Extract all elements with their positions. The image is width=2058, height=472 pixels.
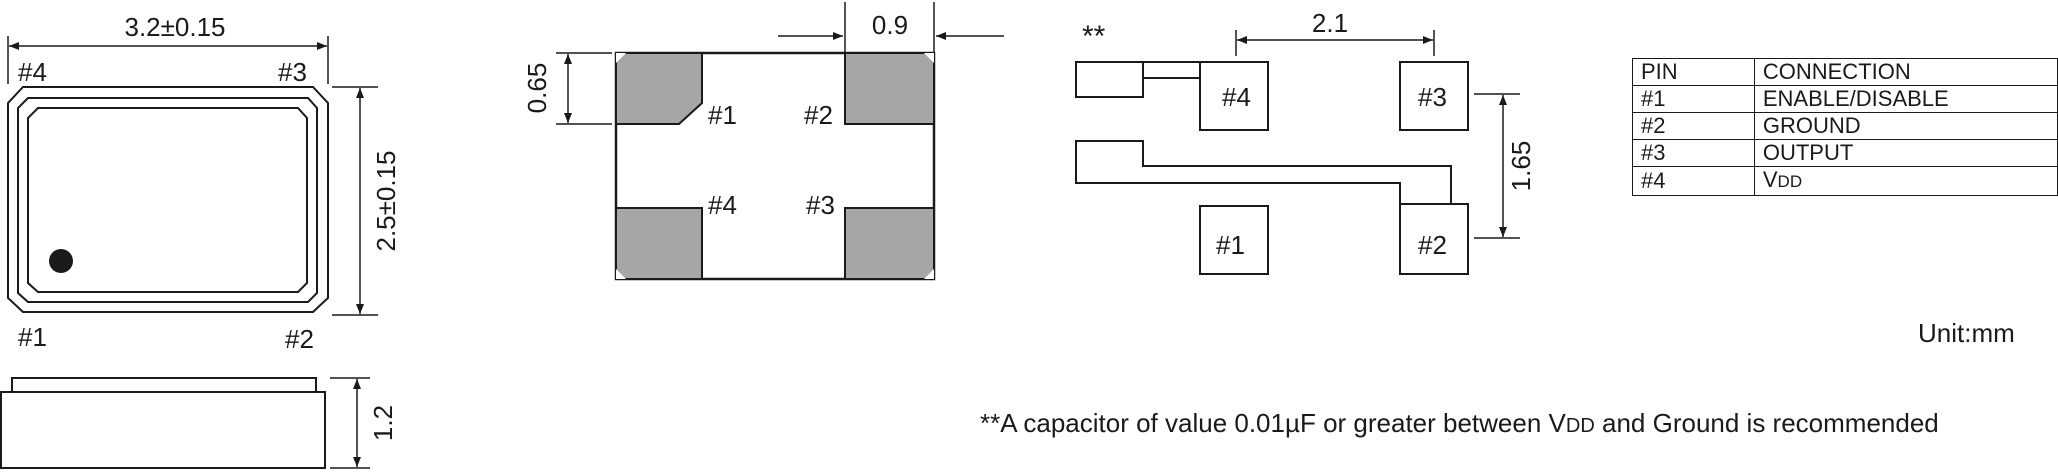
note-part2: and Ground is recommended xyxy=(1594,408,1939,438)
land-trace-upper xyxy=(1075,61,1144,98)
side-thickness-dimension: 1.2 xyxy=(368,405,398,441)
capacitor-note: **A capacitor of value 0.01µF or greater… xyxy=(980,408,1939,439)
pin1-dot-marker xyxy=(49,249,73,273)
table-header-row: PIN CONNECTION xyxy=(1632,58,2058,86)
vdd-main: V xyxy=(1762,167,1778,192)
table-row: #4 VDD xyxy=(1632,166,2058,196)
land-pad-1 xyxy=(1199,205,1269,275)
top-pin4-label: #4 xyxy=(18,57,47,87)
table-row: #3 OUTPUT xyxy=(1632,139,2058,167)
note-part1: **A capacitor of value 0.01µF or greater… xyxy=(980,408,1566,438)
pad-width-dimension: 0.9 xyxy=(872,10,908,40)
top-height-dimension: 2.5±0.15 xyxy=(371,150,401,251)
table-cell-connection: GROUND xyxy=(1753,112,2058,140)
pad-pin2-label: #2 xyxy=(804,100,833,130)
table-cell-connection: ENABLE/DISABLE xyxy=(1753,85,2058,113)
land-pin1-label: #1 xyxy=(1216,230,1245,260)
table-row: #1 ENABLE/DISABLE xyxy=(1632,85,2058,113)
land-pattern: ** 2.1 1.65 #4 #3 #1 #2 xyxy=(1075,8,1536,275)
table-cell-connection: VDD xyxy=(1753,166,2058,196)
pad-3 xyxy=(844,207,935,280)
table-header-connection: CONNECTION xyxy=(1753,58,2058,86)
land-marker: ** xyxy=(1082,20,1106,53)
top-view: 3.2±0.15 2.5±0.15 #4 #3 #1 #2 xyxy=(7,12,401,354)
pin-connection-table: PIN CONNECTION #1 ENABLE/DISABLE #2 GROU… xyxy=(1632,58,2058,196)
pad-height-dimension: 0.65 xyxy=(522,63,552,114)
table-cell-pin: #2 xyxy=(1632,112,1755,140)
pad-4 xyxy=(615,207,703,280)
land-pitch-x-dimension: 2.1 xyxy=(1312,8,1348,38)
top-pin2-label: #2 xyxy=(285,324,314,354)
pad-2 xyxy=(844,52,935,125)
table-cell-pin: #1 xyxy=(1632,85,1755,113)
table-header-pin: PIN xyxy=(1632,58,1755,86)
pad-view: 0.9 0.65 #1 #2 #4 #3 xyxy=(522,2,1004,281)
table-cell-connection: OUTPUT xyxy=(1753,139,2058,167)
pad-pin1-label: #1 xyxy=(708,100,737,130)
table-cell-pin: #4 xyxy=(1632,166,1755,196)
pad-pin3-label: #3 xyxy=(806,190,835,220)
land-pad-4 xyxy=(1199,61,1269,131)
land-pin4-label: #4 xyxy=(1222,82,1251,112)
vdd-subscript: DD xyxy=(1777,172,1803,191)
land-pad-3 xyxy=(1399,61,1469,131)
land-pad-2 xyxy=(1399,203,1469,275)
pad-1 xyxy=(615,52,703,125)
pad-pin4-label: #4 xyxy=(708,190,737,220)
land-pitch-y-dimension: 1.65 xyxy=(1506,141,1536,192)
top-pin1-label: #1 xyxy=(18,322,47,352)
table-cell-pin: #3 xyxy=(1632,139,1755,167)
note-subscript: DD xyxy=(1565,415,1595,437)
top-width-dimension: 3.2±0.15 xyxy=(124,12,225,42)
unit-label: Unit:mm xyxy=(1918,318,2015,348)
land-pin2-label: #2 xyxy=(1418,230,1447,260)
top-pin3-label: #3 xyxy=(278,57,307,87)
table-row: #2 GROUND xyxy=(1632,112,2058,140)
land-pin3-label: #3 xyxy=(1418,82,1447,112)
land-trace-lower xyxy=(1075,140,1452,205)
side-view: 1.2 xyxy=(0,377,398,469)
